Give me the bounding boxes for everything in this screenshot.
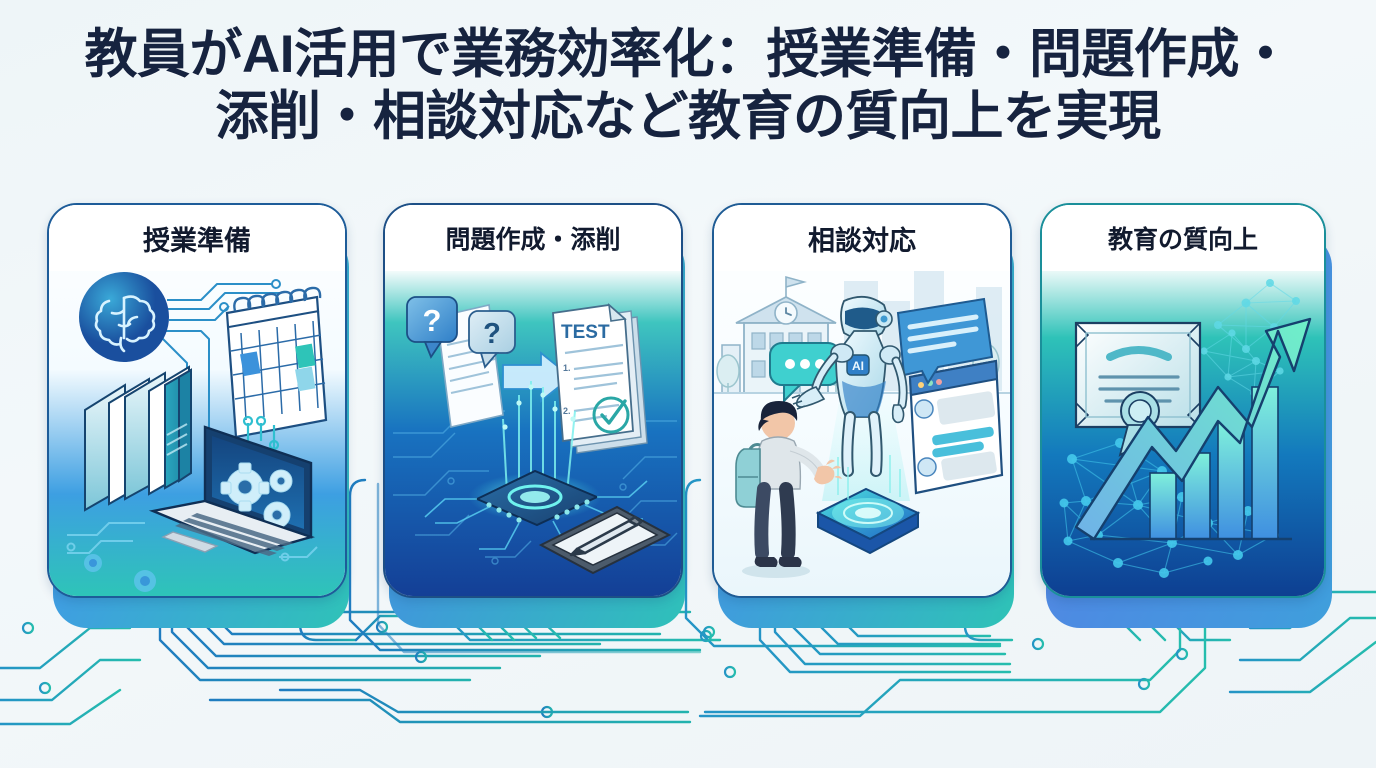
page-title-line-1: 教員がAI活用で業務効率化：授業準備・問題作成・ (84, 25, 1293, 84)
card-lesson-preparation[interactable]: 授業準備 (47, 203, 349, 628)
card-question-creation-grading[interactable]: ? ? TEST (383, 203, 685, 628)
card-header: 教育の質向上 (1042, 205, 1324, 271)
robot-icon: AI (791, 295, 908, 477)
card-header: 相談対応 (714, 205, 1010, 271)
robot-ai-badge: AI (852, 359, 864, 373)
books-icon (84, 365, 192, 512)
hologram-base-icon (815, 487, 921, 555)
page-title: 教員がAI活用で業務効率化：授業準備・問題作成・ 添削・相談対応など教育の質向上… (0, 24, 1376, 148)
student-icon (735, 401, 842, 578)
tablet-pen-icon (538, 505, 672, 575)
card-title-education-quality: 教育の質向上 (1107, 226, 1258, 254)
chat-bubble-icon (896, 297, 994, 386)
chat-window-icon (908, 359, 1004, 495)
test-label: TEST (561, 322, 610, 343)
arrow-right-icon (502, 351, 573, 403)
card-title-lesson-preparation: 授業準備 (143, 225, 251, 256)
svg-text:?: ? (483, 318, 501, 350)
page-title-line-2: 添削・相談対応など教育の質向上を実現 (215, 87, 1162, 146)
svg-text:2.: 2. (563, 406, 571, 416)
check-circle-icon (592, 396, 630, 434)
calendar-icon (225, 286, 328, 439)
backpack-icon (735, 443, 761, 508)
card-consultation-support[interactable]: AI (712, 203, 1014, 628)
svg-text:1.: 1. (563, 363, 571, 373)
card-frame: ? ? TEST (383, 203, 683, 598)
growth-arrow-icon (1074, 317, 1312, 541)
card-header: 授業準備 (49, 205, 345, 271)
card-frame: 教育の質向上 (1040, 203, 1326, 598)
question-bubble-icon: ? (468, 310, 516, 369)
ai-chip-icon (424, 469, 648, 550)
card-title-consultation: 相談対応 (808, 225, 916, 256)
card-header: 問題作成・添削 (385, 205, 681, 271)
card-education-quality[interactable]: 教育の質向上 (1040, 203, 1340, 628)
laptop-icon (148, 425, 316, 556)
card-frame: AI (712, 203, 1012, 598)
card-frame: 授業準備 (47, 203, 347, 598)
bar-chart-icon (1090, 386, 1292, 541)
test-paper-icon: TEST 1. 2. (552, 303, 648, 454)
question-bubble-icon: ? (406, 296, 458, 359)
card-title-question-creation: 問題作成・添削 (445, 226, 621, 254)
svg-text:?: ? (423, 303, 442, 338)
